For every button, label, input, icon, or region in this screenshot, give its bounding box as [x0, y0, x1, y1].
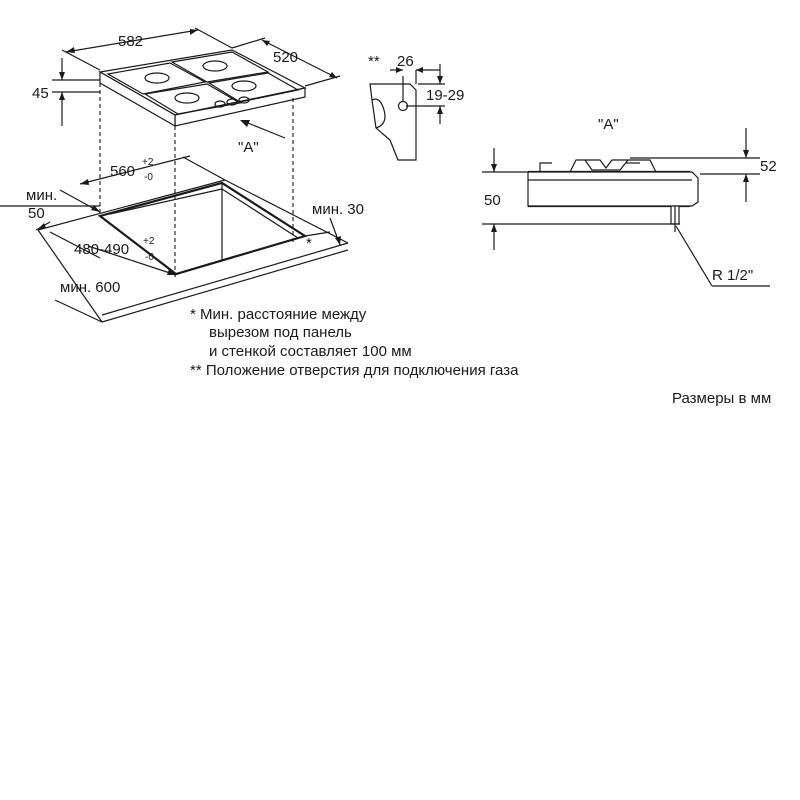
label-min-50-a: мин.: [26, 187, 57, 204]
label-582: 582: [118, 33, 143, 50]
label-560: 560: [110, 163, 135, 180]
dimension-560: 560 +2 -0: [79, 155, 226, 185]
view-a-arrow-left: "A": [238, 120, 286, 156]
label-double-star: **: [368, 53, 380, 70]
label-19-29: 19-29: [426, 87, 464, 104]
dimension-min-600: мин. 600: [54, 279, 120, 323]
side-view-a: "A" 52 50 R 1/2": [482, 116, 777, 287]
label-min-50-b: 50: [28, 205, 45, 222]
note1-line3: и стенкой составляет 100 мм: [209, 343, 412, 360]
label-52: 52: [760, 158, 777, 175]
label-view-a-right: "A": [598, 116, 619, 133]
dimension-582: 582: [61, 27, 233, 71]
note1-line1: * Мин. расстояние между: [190, 306, 367, 323]
label-thread: R 1/2": [712, 267, 753, 284]
label-min-30: мин. 30: [312, 201, 364, 218]
hob-drawing: [98, 49, 307, 128]
note1-line2: вырезом под панель: [209, 324, 352, 341]
projection-lines: [99, 83, 294, 280]
label-560-tol-plus: +2: [142, 157, 154, 168]
label-view-a-left: "A": [238, 139, 259, 156]
control-knobs: [214, 96, 250, 108]
label-45: 45: [32, 85, 49, 102]
dimension-520: 520: [231, 37, 341, 87]
burners: [106, 51, 300, 115]
label-50-right: 50: [484, 192, 501, 209]
gas-connection-detail: ** 26 19-29: [368, 53, 464, 161]
label-star: *: [306, 235, 312, 252]
footnotes: * Мин. расстояние между вырезом под пане…: [190, 306, 519, 379]
dimension-min-30: мин. 30 *: [304, 201, 364, 252]
label-560-tol-minus: -0: [144, 172, 153, 183]
label-480-tol-minus: -0: [145, 252, 154, 263]
dimension-min-50: мин. 50: [0, 187, 101, 231]
note2: ** Положение отверстия для подключения г…: [190, 362, 519, 379]
label-26: 26: [397, 53, 414, 70]
label-480-490: 480-490: [74, 241, 129, 258]
label-520: 520: [273, 49, 298, 66]
label-min-600: мин. 600: [60, 279, 120, 296]
dimension-480-490: 480-490 +2 -0: [49, 231, 177, 276]
units-label: Размеры в мм: [672, 390, 771, 407]
dimension-45: 45: [32, 58, 100, 126]
label-480-tol-plus: +2: [143, 236, 155, 247]
